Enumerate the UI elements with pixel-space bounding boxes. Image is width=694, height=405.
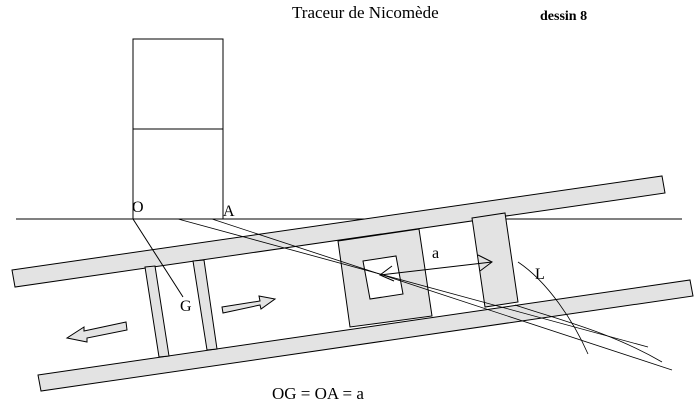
segment-o-to-right: [177, 218, 649, 348]
upper-rail: [11, 175, 666, 288]
traced-curve-lower: [514, 304, 663, 363]
label-a: A: [223, 203, 235, 220]
figure-tag: dessin 8: [540, 9, 587, 24]
crossbar-left-1: [144, 265, 170, 358]
right-motion-arrow: [221, 295, 277, 314]
crossbar-left-2: [192, 259, 218, 351]
segment-a-to-right: [211, 218, 673, 371]
sliding-block-hole: [362, 255, 404, 300]
traced-curve: [517, 261, 589, 355]
label-g: G: [180, 298, 192, 315]
distance-arrow-a: [379, 254, 493, 282]
segment-og: [132, 218, 184, 298]
diagram-title: Traceur de Nicomède: [292, 3, 439, 22]
label-o: O: [132, 199, 144, 216]
label-l: L: [535, 266, 545, 283]
right-guide-block: [471, 212, 519, 308]
label-a-distance: a: [432, 245, 439, 262]
formula-caption: OG = OA = a: [272, 384, 364, 403]
left-motion-arrow: [65, 321, 128, 343]
lower-rail: [37, 279, 694, 392]
